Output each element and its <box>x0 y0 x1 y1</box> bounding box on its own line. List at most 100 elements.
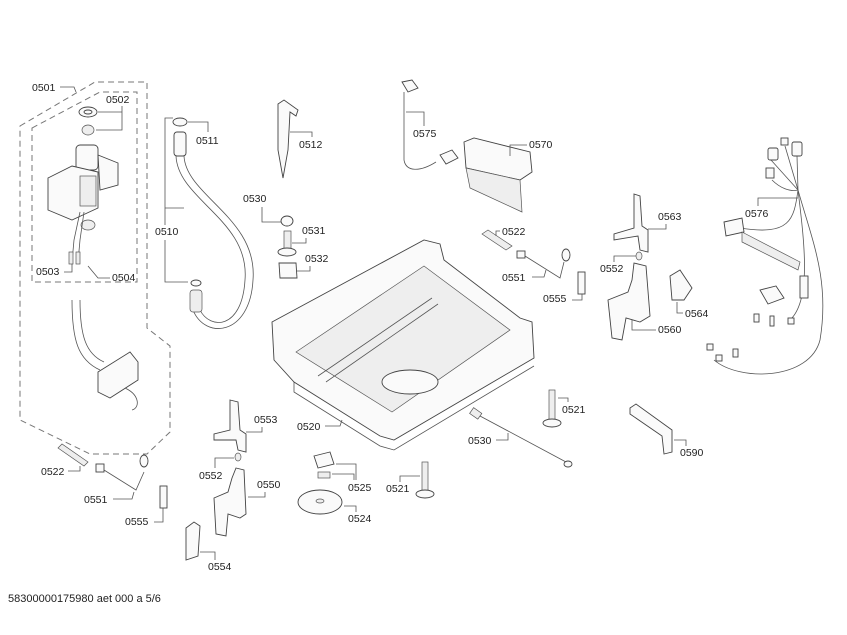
callout-0521-lower: 0521 <box>386 475 420 495</box>
part-0530-bowden-cable <box>469 407 573 468</box>
label-0554: 0554 <box>208 561 232 573</box>
callout-0524: 0524 <box>344 505 372 525</box>
callout-0512: 0512 <box>290 131 323 151</box>
label-0555-lower: 0555 <box>125 516 149 528</box>
label-0501: 0501 <box>32 82 56 94</box>
callout-0551-lower: 0551 <box>84 491 135 506</box>
part-0532-foot <box>278 262 298 279</box>
callout-0552-right: 0552 <box>600 255 636 275</box>
part-0522-foam-tube-upper <box>481 229 513 251</box>
part-0531-screw <box>277 230 297 257</box>
part-0555-holder-lower <box>159 485 168 509</box>
label-0564: 0564 <box>685 308 709 320</box>
part-0552-spring-right <box>635 251 643 261</box>
part-0563-hinge-bracket <box>613 193 649 253</box>
callout-0555-lower: 0555 <box>125 508 164 528</box>
label-0576: 0576 <box>745 208 769 220</box>
callout-0551-upper: 0551 <box>502 269 547 284</box>
callout-0576: 0576 <box>745 197 798 220</box>
part-0560-bracket <box>607 262 651 341</box>
assembly-0501-outline <box>19 81 171 455</box>
callout-0502: 0502 <box>96 94 130 131</box>
label-0552-lower: 0552 <box>199 470 223 482</box>
label-0522-lower: 0522 <box>41 466 65 478</box>
part-0504-inlet-hose <box>71 299 139 411</box>
label-0524: 0524 <box>348 513 372 525</box>
label-0560: 0560 <box>658 324 682 336</box>
label-0551-upper: 0551 <box>502 272 526 284</box>
label-0504: 0504 <box>112 272 136 284</box>
callout-0520: 0520 <box>297 419 343 433</box>
label-0575: 0575 <box>413 128 437 140</box>
callout-0503: 0503 <box>36 264 73 278</box>
part-0521-leveling-screw-lower <box>415 461 435 499</box>
callout-0504: 0504 <box>87 265 136 284</box>
callout-0560: 0560 <box>631 320 682 336</box>
callout-0525: 0525 <box>332 463 372 494</box>
callout-0532: 0532 <box>297 253 329 272</box>
drawing-reference-footer: 58300000175980 aet 000 a 5/6 <box>8 593 161 605</box>
callout-0552-lower: 0552 <box>199 457 234 482</box>
part-0520-base-tub <box>271 239 535 451</box>
label-0530-bottom: 0530 <box>468 435 492 447</box>
label-0511: 0511 <box>196 135 219 147</box>
label-0512: 0512 <box>299 139 323 151</box>
part-0551-sensor-cable-lower <box>95 454 149 491</box>
part-0555-holder-upper <box>577 271 586 295</box>
part-0550-bracket <box>213 467 247 537</box>
part-0524-float-disc <box>297 489 343 515</box>
part-0525-sensor-housing <box>313 451 335 479</box>
callout-0550: 0550 <box>248 479 281 498</box>
label-0510: 0510 <box>155 226 179 238</box>
callout-0590: 0590 <box>674 439 704 459</box>
label-0520: 0520 <box>297 421 321 433</box>
callout-0575: 0575 <box>406 111 437 140</box>
label-0502: 0502 <box>106 94 130 106</box>
part-0503-wire-terminals <box>68 211 85 265</box>
callout-0521-right: 0521 <box>558 397 586 416</box>
part-0553-hinge-bracket <box>213 399 247 453</box>
part-0570-control-module <box>463 137 533 213</box>
label-0521-lower: 0521 <box>386 483 410 495</box>
part-0522-foam-tube-lower <box>57 443 89 467</box>
part-0576-wiring-harness <box>706 137 824 375</box>
label-0553: 0553 <box>254 414 278 426</box>
part-0564-terminal-block <box>669 269 693 301</box>
part-0521-leveling-screw-right <box>542 389 562 428</box>
callout-0531: 0531 <box>292 225 326 244</box>
part-0551-sensor-cable-upper <box>516 248 571 279</box>
callout-0510: 0510 <box>155 117 188 283</box>
part-0590-cover-strip <box>629 403 673 455</box>
label-0570: 0570 <box>529 139 553 151</box>
label-0503: 0503 <box>36 266 60 278</box>
callout-0570: 0570 <box>509 139 553 156</box>
part-0502-seal-ring <box>78 106 98 136</box>
label-0563: 0563 <box>658 211 682 223</box>
label-0552-right: 0552 <box>600 263 624 275</box>
label-0532: 0532 <box>305 253 329 265</box>
callout-0555-upper: 0555 <box>543 293 583 305</box>
callout-0564: 0564 <box>676 302 709 320</box>
callout-0563: 0563 <box>648 211 682 230</box>
label-0555-upper: 0555 <box>543 293 567 305</box>
label-0521-right: 0521 <box>562 404 586 416</box>
callout-0522-lower: 0522 <box>41 466 81 478</box>
callout-0530-bottom: 0530 <box>468 433 509 447</box>
callout-0522-upper: 0522 <box>495 226 526 238</box>
part-0510-drain-hose <box>173 131 254 329</box>
part-0512-hose-clip <box>277 99 299 179</box>
label-0551-lower: 0551 <box>84 494 108 506</box>
callout-0530-top: 0530 <box>243 193 281 223</box>
part-0554-clip <box>185 521 201 561</box>
part-0575-power-cord <box>401 79 459 170</box>
label-0550: 0550 <box>257 479 281 491</box>
label-0531: 0531 <box>302 225 326 237</box>
part-0511-hose-clamp <box>172 117 188 127</box>
part-0552-spring-lower <box>234 452 242 462</box>
part-0530-nut <box>280 215 294 227</box>
callout-0501: 0501 <box>32 82 77 94</box>
part-0501-inlet-valve <box>47 144 119 231</box>
label-0530-top: 0530 <box>243 193 267 205</box>
label-0522-upper: 0522 <box>502 226 526 238</box>
